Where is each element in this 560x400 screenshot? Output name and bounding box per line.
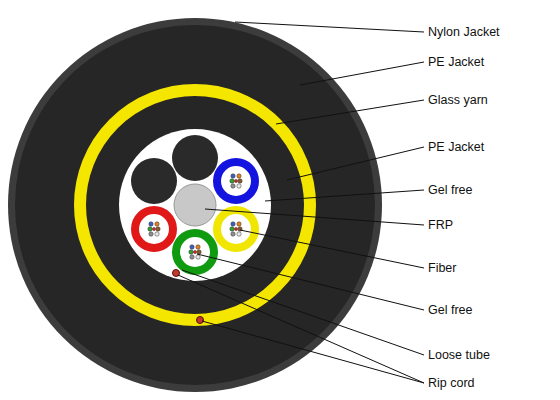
- loose-tube: [217, 210, 255, 248]
- filler-rod: [172, 135, 218, 181]
- gel-free-core: [119, 129, 271, 281]
- rip-cord: [197, 317, 204, 324]
- loose-tube: [176, 233, 214, 271]
- leader-lines: [178, 22, 424, 383]
- part-label: Glass yarn: [428, 92, 488, 108]
- part-label: FRP: [428, 217, 453, 233]
- part-label: Rip cord: [428, 375, 475, 391]
- part-label: PE Jacket: [428, 139, 484, 155]
- part-label: PE Jacket: [428, 54, 484, 70]
- frp: [174, 184, 216, 226]
- part-label: Loose tube: [428, 347, 490, 363]
- outer-pe-jacket: [15, 25, 375, 385]
- part-label: Gel free: [428, 302, 472, 318]
- part-label: Fiber: [428, 260, 456, 276]
- part-label: Nylon Jacket: [428, 24, 500, 40]
- loose-tube: [217, 162, 255, 200]
- filler-rod: [131, 158, 177, 204]
- part-label: Gel free: [428, 182, 472, 198]
- glass-yarn: [80, 90, 310, 320]
- nylon-jacket: [8, 18, 382, 392]
- loose-tube: [135, 210, 173, 248]
